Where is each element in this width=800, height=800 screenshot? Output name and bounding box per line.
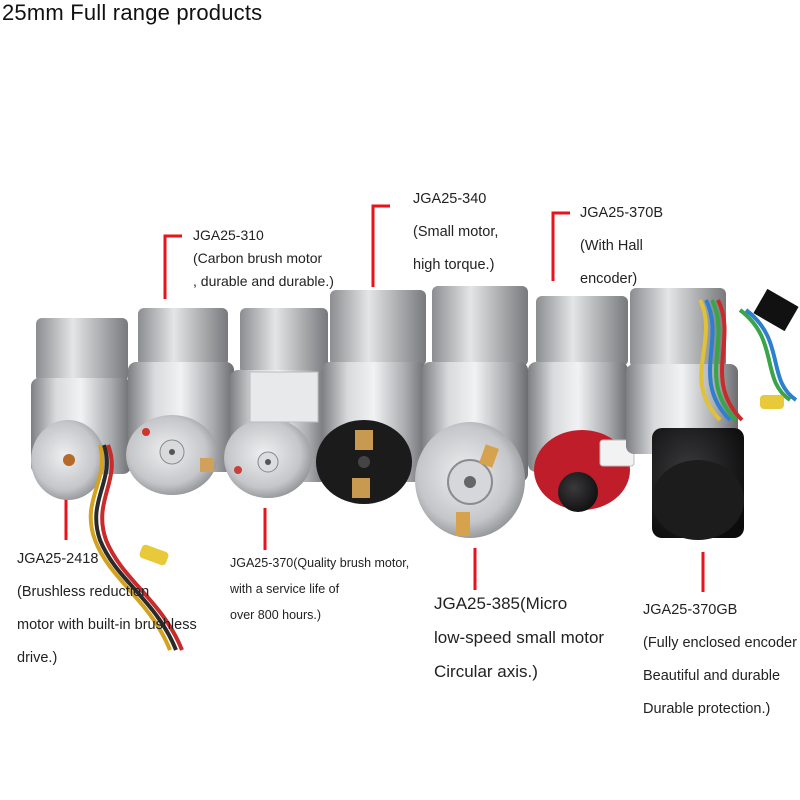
label-jga25-370gb-line4: Durable protection.)	[643, 701, 771, 717]
motor-jga25-370gb	[626, 288, 799, 540]
label-jga25-370-line3: over 800 hours.)	[230, 608, 322, 622]
label-jga25-385: JGA25-385(Micro low-speed small motor Ci…	[434, 587, 604, 689]
label-jga25-370-line2: with a service life of	[230, 582, 340, 596]
page-title: 25mm Full range products	[2, 0, 263, 25]
motor-jga25-340	[316, 290, 426, 504]
label-jga25-370gb-line1: JGA25-370GB	[643, 602, 738, 618]
label-jga25-340-line1: JGA25-340	[413, 191, 487, 207]
label-jga25-370gb-line3: Beautiful and durable	[643, 668, 781, 684]
motor-jga25-2418	[31, 318, 184, 651]
label-jga25-310-line1: JGA25-310	[193, 227, 264, 243]
label-jga25-370gb-line2: (Fully enclosed encoder	[643, 635, 797, 651]
motor-jga25-370	[224, 308, 328, 498]
leader-lines	[64, 204, 705, 592]
label-jga25-310-line3: , durable and durable.)	[193, 273, 334, 289]
label-jga25-385-line1: JGA25-385(Micro	[434, 594, 568, 613]
label-jga25-370gb: JGA25-370GB (Fully enclosed encoder Beau…	[643, 594, 797, 726]
label-jga25-370b: JGA25-370B (With Hall encoder)	[580, 197, 663, 296]
label-jga25-340-line3: high torque.)	[413, 257, 495, 273]
label-jga25-2418-line3: motor with built-in brushless	[17, 617, 197, 633]
label-jga25-370: JGA25-370(Quality brush motor, with a se…	[230, 550, 409, 628]
label-jga25-370b-line2: (With Hall	[580, 238, 643, 254]
motor-jga25-385	[415, 286, 528, 538]
label-jga25-370-line1: JGA25-370(Quality brush motor,	[230, 556, 410, 570]
label-jga25-310: JGA25-310 (Carbon brush motor , durable …	[193, 224, 334, 293]
label-jga25-340: JGA25-340 (Small motor, high torque.)	[413, 183, 498, 282]
label-jga25-2418: JGA25-2418 (Brushless reduction motor wi…	[17, 543, 197, 675]
label-jga25-310-line2: (Carbon brush motor	[193, 250, 323, 266]
label-jga25-385-line3: Circular axis.)	[434, 662, 538, 681]
motor-jga25-310	[126, 308, 234, 495]
motor-jga25-370b	[528, 296, 635, 512]
label-jga25-385-line2: low-speed small motor	[434, 628, 605, 647]
label-jga25-340-line2: (Small motor,	[413, 224, 499, 240]
label-jga25-370b-line3: encoder)	[580, 271, 638, 287]
label-jga25-2418-line1: JGA25-2418	[17, 551, 99, 567]
label-jga25-2418-line4: drive.)	[17, 650, 58, 666]
label-jga25-2418-line2: (Brushless reduction	[17, 584, 150, 600]
label-jga25-370b-line1: JGA25-370B	[580, 205, 664, 221]
